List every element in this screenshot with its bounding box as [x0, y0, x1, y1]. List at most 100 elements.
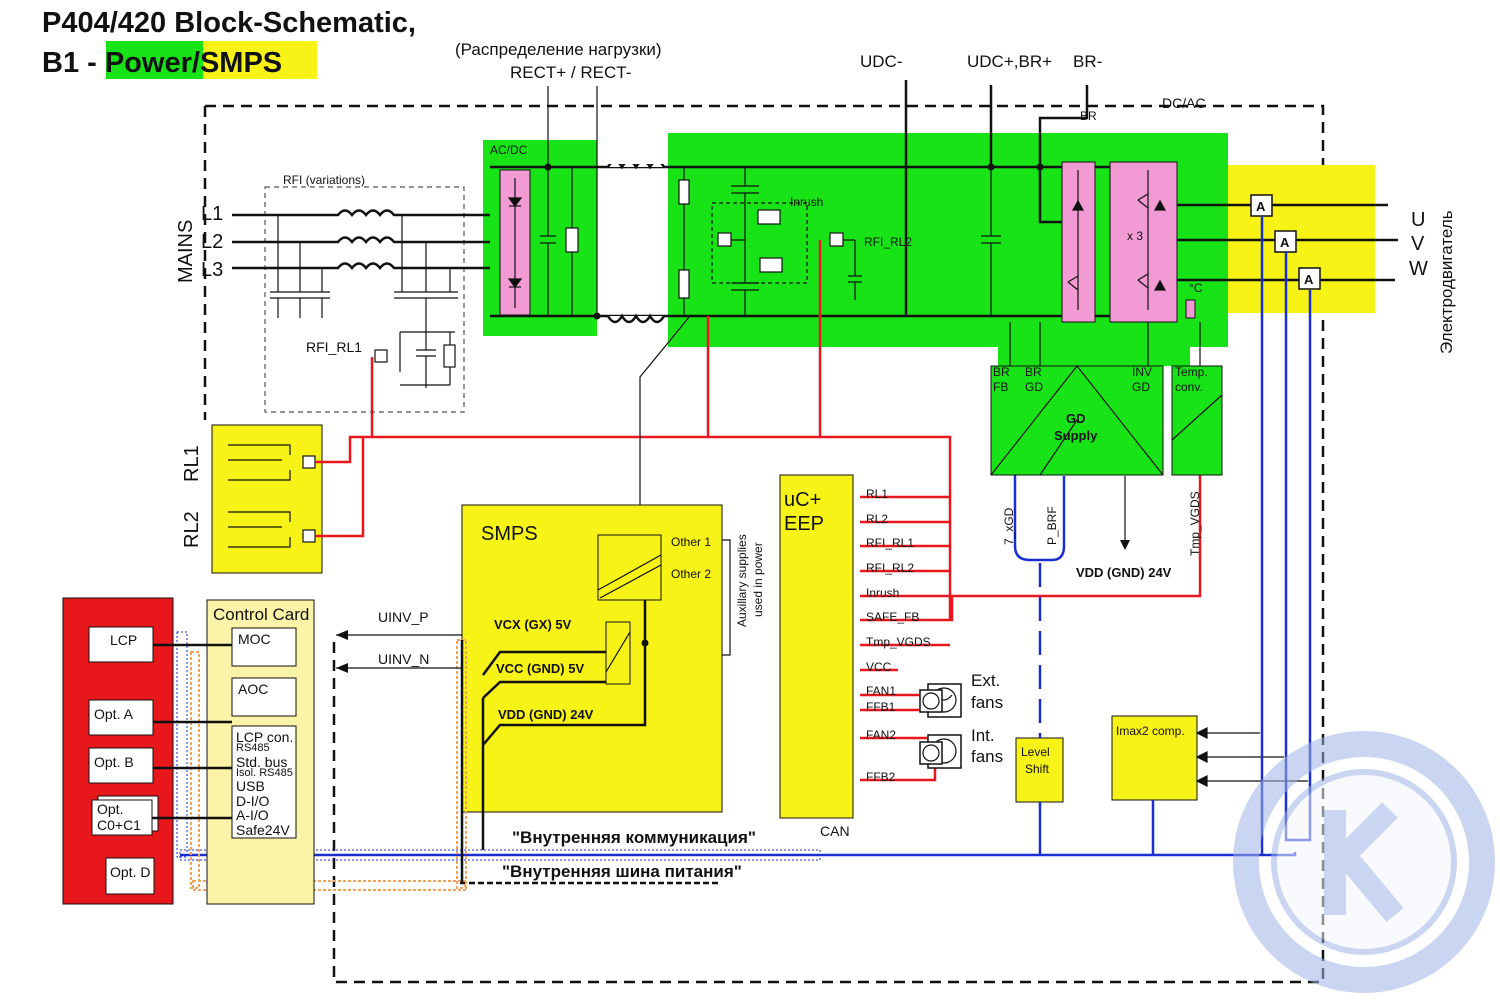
title-block: P404/420 Block-Schematic, B1 - Power/SMP… — [42, 7, 416, 79]
br-minus-label: BR- — [1073, 52, 1102, 71]
comm-bus-hatch — [176, 631, 821, 861]
svg-text:Shift: Shift — [1025, 762, 1050, 776]
tmp-vgds-label: Tmp_VGDS — [1188, 491, 1202, 556]
svg-text:LCP con.: LCP con. — [236, 729, 293, 745]
inrush-label: Inrush — [790, 195, 823, 209]
br-minus-line — [1038, 85, 1089, 224]
ammeter-w — [1298, 267, 1321, 290]
smps-other1: Other 1 — [671, 535, 711, 549]
smps-vcc: VCC (GND) 5V — [496, 661, 584, 676]
svg-text:Level: Level — [1021, 745, 1050, 759]
opt-a-slot — [88, 699, 154, 736]
rl2-label: RL2 — [181, 511, 203, 548]
imax2-comp-block — [1111, 715, 1198, 801]
rfi-capacitors — [270, 215, 458, 388]
uinv-n-label: UINV_N — [378, 651, 429, 667]
internal-power-label: "Внутренняя шина питания" — [502, 862, 742, 881]
uc-title-1: uC+ — [784, 489, 821, 511]
phase-u-label: U — [1411, 209, 1425, 231]
smps-vcx: VCX (GX) 5V — [494, 617, 572, 632]
gd-vdd-label: VDD (GND) 24V — [1076, 565, 1172, 580]
uc-pin-fan1: FAN1 — [866, 684, 896, 698]
ext-fans-icon — [919, 683, 962, 718]
aux-supplies-line1: Auxillary supplies — [735, 534, 749, 627]
uc-pin-rl1: RL1 — [866, 487, 888, 501]
control-card-title: Control Card — [213, 605, 309, 624]
uc-pin-ffb1: FFB1 — [866, 700, 896, 714]
smps-block — [461, 504, 723, 813]
svg-text:Temp.: Temp. — [1175, 365, 1208, 379]
mains-label: MAINS — [175, 220, 197, 283]
svg-text:GD: GD — [1025, 380, 1043, 394]
brake-igbt — [1067, 170, 1085, 310]
uinv-p-label: UINV_P — [378, 609, 429, 625]
z-xgd-label: 7_xGD — [1002, 507, 1016, 545]
dc-link-capacitor — [981, 167, 1001, 316]
smps-title: SMPS — [481, 523, 538, 545]
inverter-x3-label: x 3 — [1127, 229, 1143, 243]
uc-pin-tmp-vgds: Tmp_VGDS — [866, 635, 931, 649]
load-distribution-label: (Распределение нагрузки) — [455, 40, 662, 59]
temperature-sensor — [1185, 299, 1196, 319]
inverter-bridge — [1109, 161, 1178, 323]
rect-label: RECT+ / RECT- — [510, 63, 631, 82]
mains-l2: L2 — [201, 231, 223, 253]
mains-l3: L3 — [201, 259, 223, 281]
int-fans-icon — [919, 734, 962, 769]
rfi-variations-label: RFI (variations) — [283, 173, 365, 187]
dc-chokes — [606, 159, 666, 324]
uc-pin-labels: RL1 RL2 RFI_RL1 RFI_RL2 Inrush SAFE_FB T… — [866, 487, 931, 784]
inrush-circuit — [678, 167, 862, 316]
mains-lines — [232, 209, 490, 271]
smps-transformer — [597, 534, 662, 601]
rfi-rl1-label: RFI_RL1 — [306, 339, 362, 355]
smps-feed-line — [639, 315, 691, 530]
uc-pin-fan2: FAN2 — [866, 728, 896, 742]
relay-contacts — [228, 444, 316, 548]
uc-pin-inrush: Inrush — [866, 586, 899, 600]
gear-logo-icon — [1233, 731, 1495, 993]
aoc-block — [231, 677, 297, 717]
svg-text:GD: GD — [1132, 380, 1150, 394]
svg-text:MOC: MOC — [238, 631, 271, 647]
br-label: BR — [1080, 109, 1097, 123]
lcp-slot — [88, 626, 154, 663]
svg-text:Supply: Supply — [1054, 428, 1098, 443]
svg-text:Int.: Int. — [971, 726, 995, 745]
svg-text:Opt.: Opt. — [97, 801, 123, 817]
svg-text:A: A — [1304, 272, 1314, 287]
svg-text:D-I/O: D-I/O — [236, 793, 270, 809]
gd-feedback-loop — [1013, 366, 1066, 562]
phase-v-label: V — [1411, 233, 1425, 255]
gd-supply-diagonals — [990, 365, 1164, 476]
p-brf-label: P_BRF — [1045, 506, 1059, 545]
title-line-2: B1 - Power/SMPS — [42, 47, 282, 79]
svg-text:BR: BR — [993, 365, 1010, 379]
gd-supply-title: GD — [1066, 411, 1086, 426]
temp-c-label: °C — [1189, 281, 1203, 295]
uc-title-2: EEP — [784, 513, 824, 535]
mains-l1: L1 — [201, 203, 223, 225]
phase-w-label: W — [1409, 258, 1428, 280]
imax2-label: Imax2 comp. — [1116, 724, 1185, 738]
temp-conv-block — [1171, 365, 1223, 476]
svg-text:LCP: LCP — [110, 632, 137, 648]
svg-text:A-I/O: A-I/O — [236, 807, 269, 823]
moc-block — [231, 627, 297, 667]
uc-eep-block — [779, 474, 854, 819]
svg-text:Isol. RS485: Isol. RS485 — [236, 767, 293, 779]
motor-label: Электродвигатель — [1437, 210, 1456, 354]
uc-pin-rl2: RL2 — [866, 512, 888, 526]
opt-c-slot — [91, 799, 153, 836]
svg-text:fans: fans — [971, 693, 1003, 712]
uc-pin-safe-fb: SAFE_FB — [866, 610, 919, 624]
rl1-label: RL1 — [181, 445, 203, 482]
can-label: CAN — [820, 823, 850, 839]
power-highlight — [106, 41, 203, 79]
inverter-igbts — [1137, 170, 1167, 310]
svg-text:fans: fans — [971, 747, 1003, 766]
uc-pin-rfi-rl2: RFI_RL2 — [866, 561, 914, 575]
svg-text:Opt. B: Opt. B — [94, 754, 134, 770]
smps-other2: Other 2 — [671, 567, 711, 581]
